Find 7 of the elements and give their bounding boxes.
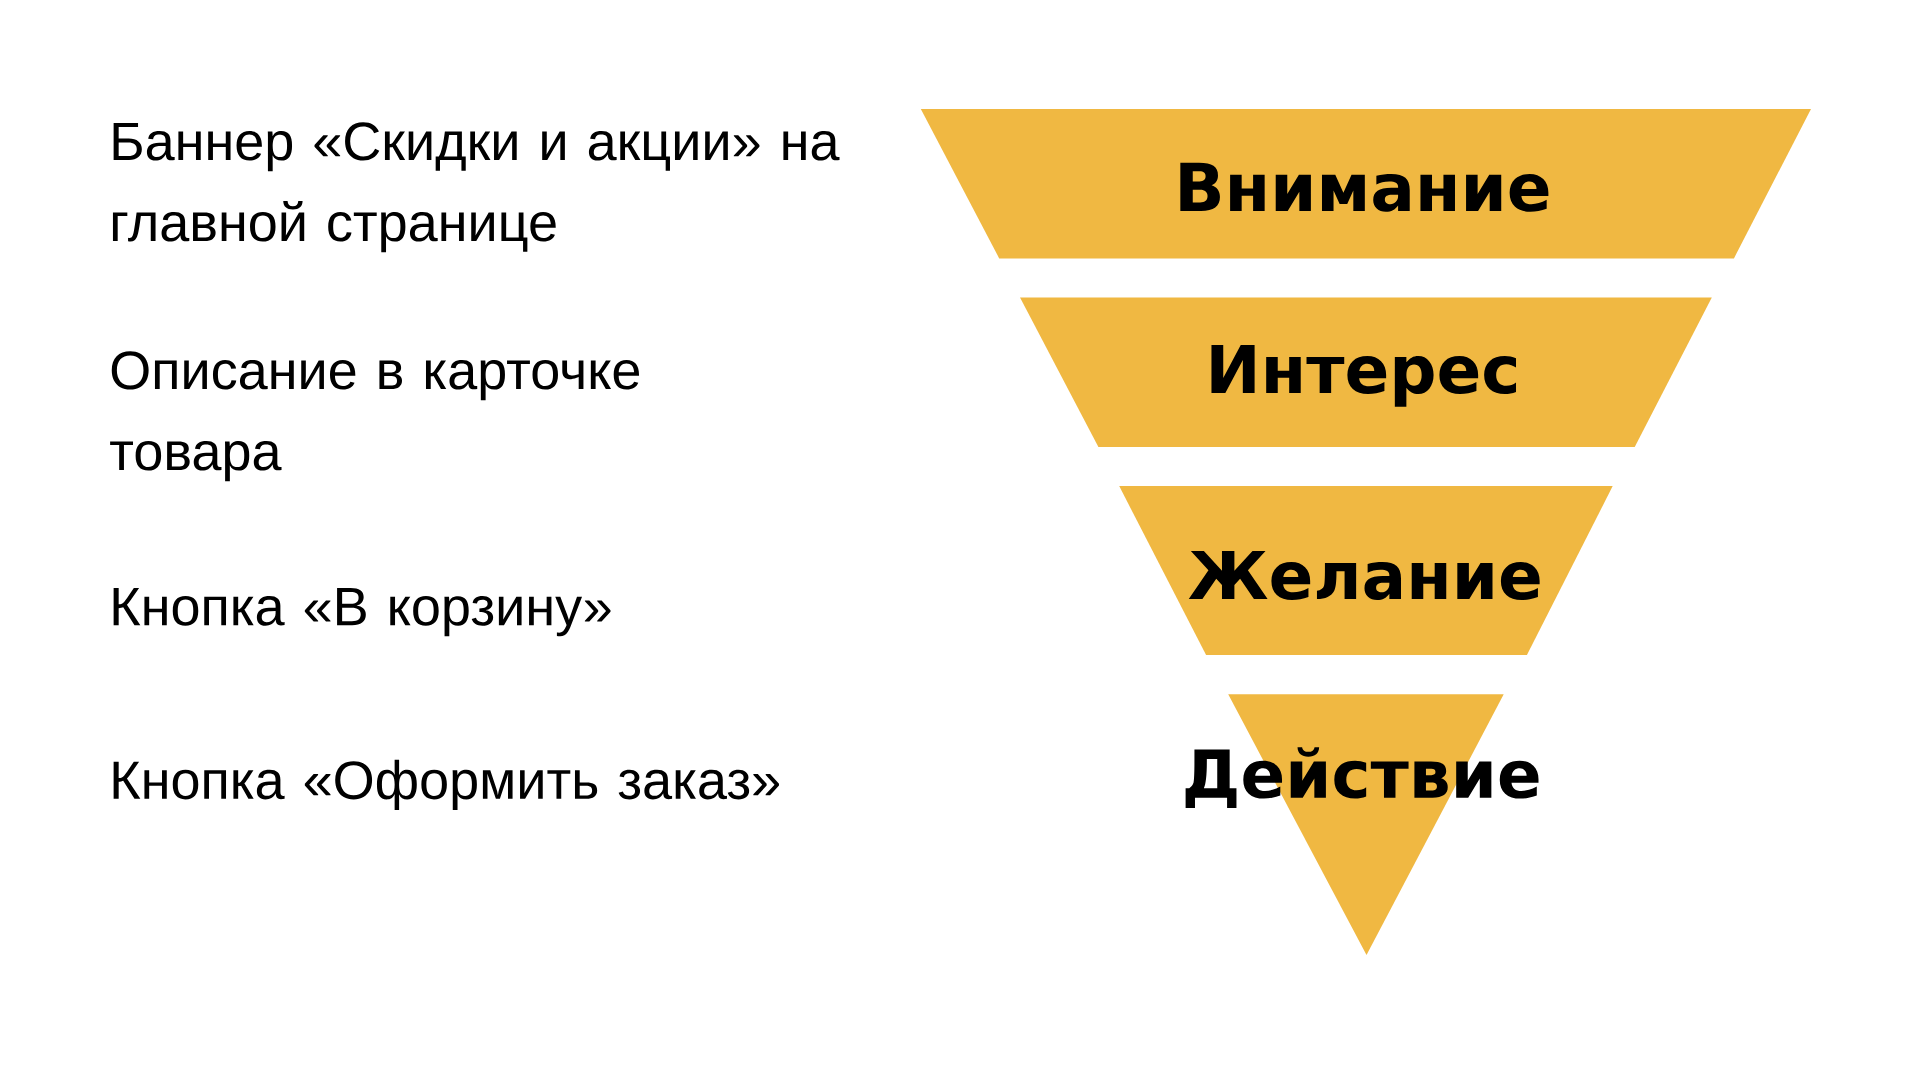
label-text: Кнопка «В корзину»: [113, 588, 611, 637]
label-text: Баннер «Скидки и акции» на главной странице: [112, 122, 840, 253]
funnel-segment: Желание: [1119, 486, 1613, 656]
funnel-segment: Интерес: [1020, 297, 1712, 447]
funnel-segment: Внимание: [920, 109, 1811, 259]
label-text: Описание в карточке товара: [110, 351, 640, 482]
label-text: Кнопка «Оформить заказ»: [113, 759, 779, 811]
